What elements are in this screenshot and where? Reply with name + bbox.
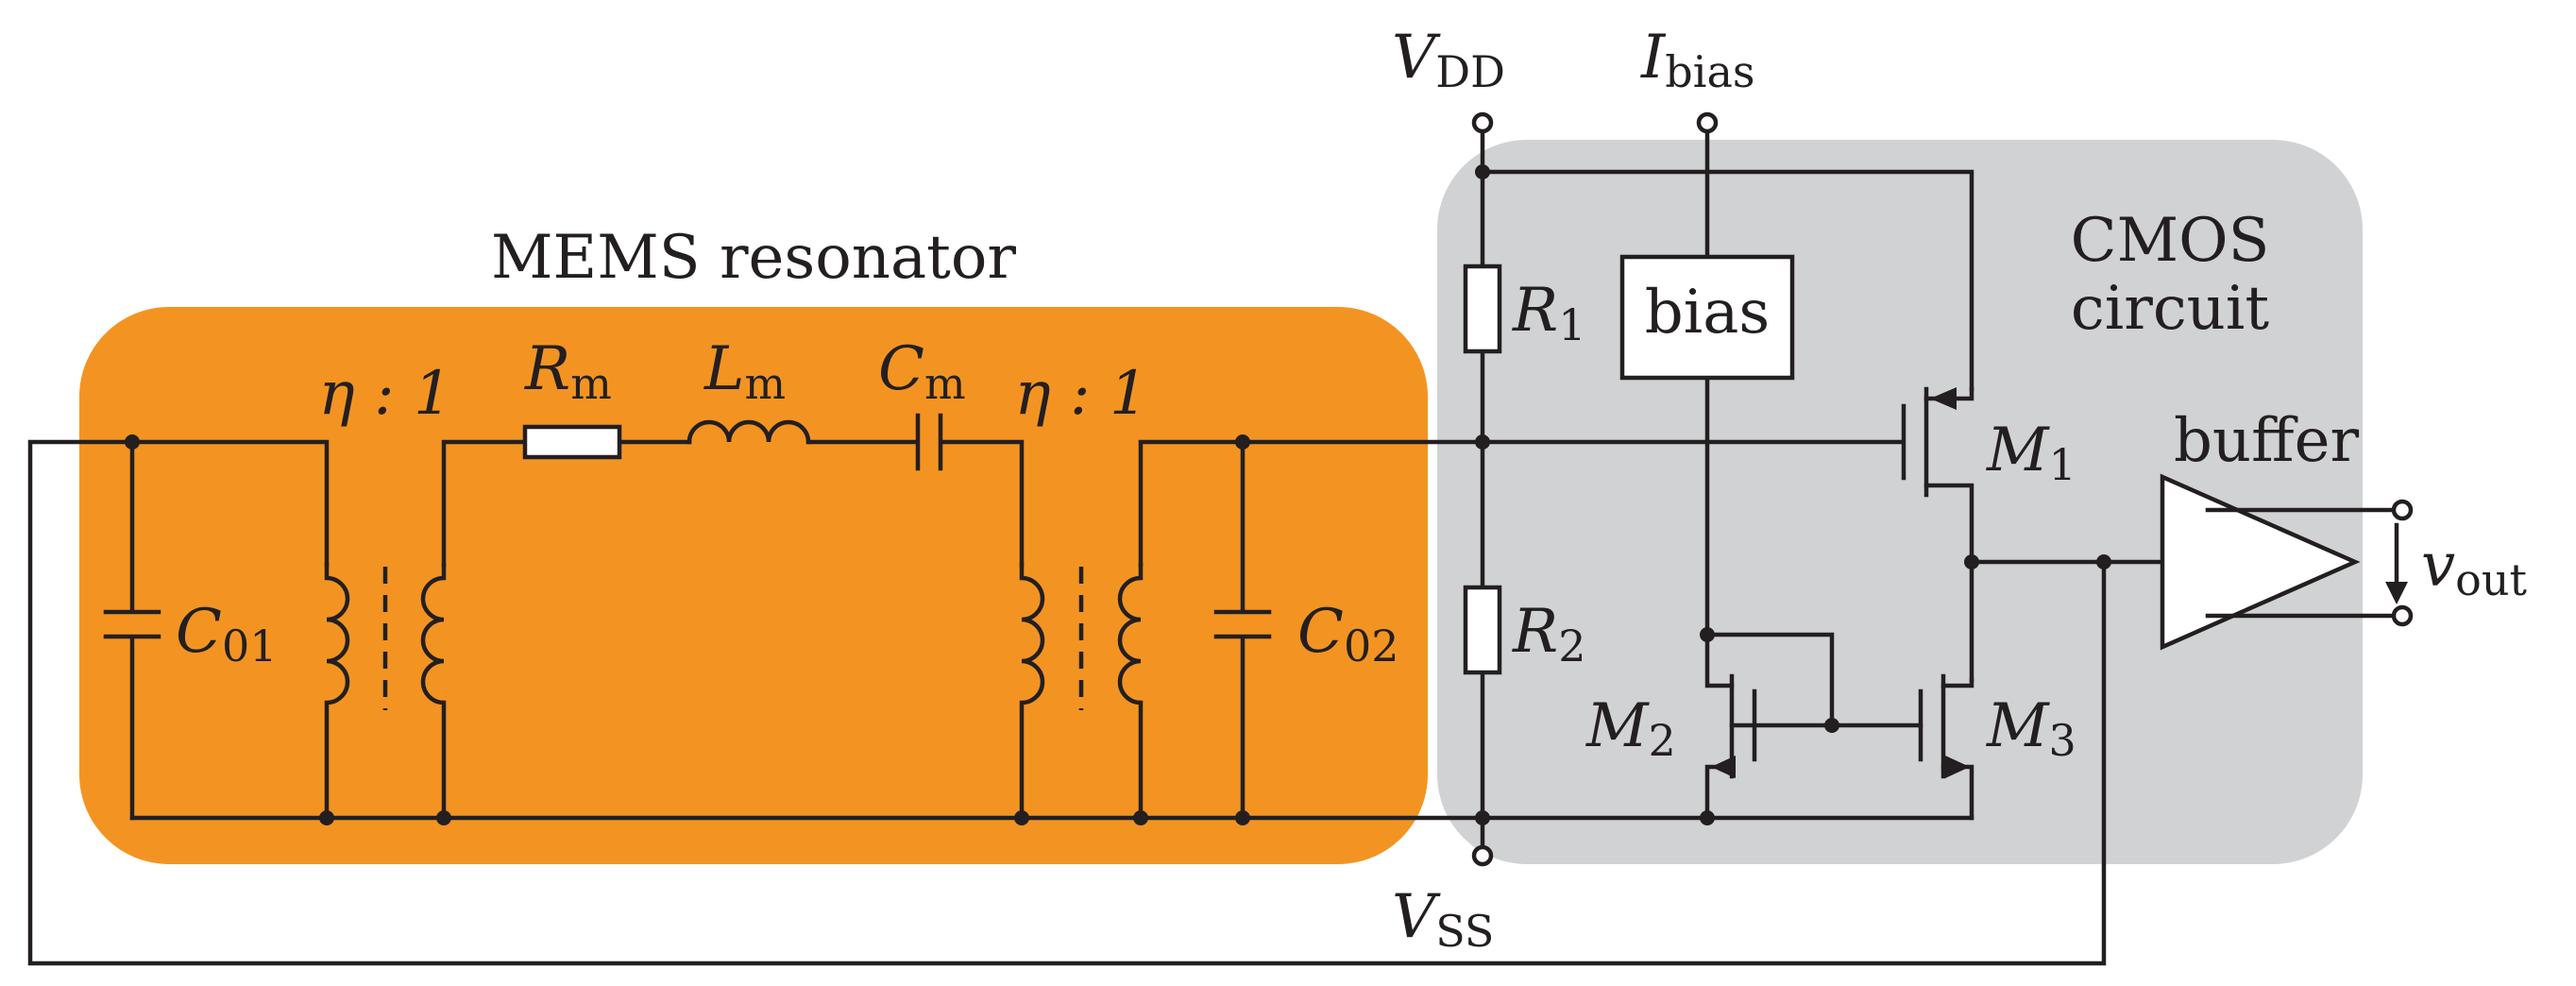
mems-right-wire <box>1138 439 1485 568</box>
transformer2-secondary <box>1117 562 1144 821</box>
vout-bottom-terminal <box>2391 604 2414 627</box>
transformer1-primary <box>324 562 350 821</box>
m3-arrow <box>1945 756 1970 778</box>
c01-capacitor <box>103 609 161 639</box>
ibias-label: Ibias <box>1640 23 1754 97</box>
rm-resistor <box>522 424 622 460</box>
mems-series-wire <box>441 439 1025 568</box>
vss-label: VSS <box>1392 882 1494 957</box>
r1-label: R1 <box>1512 276 1585 350</box>
m1-arrow <box>1930 387 1957 410</box>
c02-label: C02 <box>1297 597 1399 672</box>
r1-resistor <box>1463 264 1502 354</box>
vout-label: vout <box>2421 531 2527 605</box>
c01-label: C01 <box>176 597 278 672</box>
mems-left-wire <box>129 439 330 568</box>
ratio2-label: η : 1 <box>1014 359 1147 429</box>
junction-dots <box>125 164 2111 825</box>
vdd-label: VDD <box>1392 23 1505 97</box>
c02-capacitor <box>1213 609 1272 639</box>
cmos-title-line1: CMOS <box>2071 206 2270 276</box>
mems-region <box>79 307 1428 864</box>
vdd-terminal <box>1471 111 1494 134</box>
mems-title: MEMS resonator <box>491 223 1016 293</box>
m1-label: M1 <box>1986 416 2076 490</box>
buffer-triangle <box>2160 473 2361 651</box>
m3-gate <box>1918 673 1946 779</box>
buffer-output-wires <box>2205 507 2399 619</box>
vdd-rail <box>1480 169 1974 392</box>
lm-inductor <box>686 419 811 445</box>
ratio1-label: η : 1 <box>318 359 451 429</box>
vss-terminal <box>1471 844 1494 867</box>
m1-gate <box>1480 386 1929 498</box>
buffer-label: buffer <box>2174 406 2360 476</box>
bias-block <box>1619 254 1795 381</box>
cm-capacitor <box>915 413 943 471</box>
feedback-wire <box>27 439 2107 966</box>
ibias-terminal <box>1696 111 1719 134</box>
vout-top-terminal <box>2391 499 2414 521</box>
transformer1-secondary <box>420 562 447 821</box>
lm-label: Lm <box>703 334 786 409</box>
bias-label: bias <box>1645 278 1770 348</box>
r2-label: R2 <box>1512 597 1585 672</box>
m2-label: M2 <box>1585 691 1676 766</box>
vout-arrow-head <box>2385 582 2408 604</box>
cmos-title-line2: circuit <box>2071 274 2269 344</box>
m3-label: M3 <box>1986 691 2076 766</box>
cm-label: Cm <box>878 334 966 409</box>
r2-resistor <box>1463 585 1502 675</box>
transformer2-primary <box>1019 562 1045 821</box>
m2-arrow <box>1711 756 1736 778</box>
rm-label: Rm <box>524 334 612 409</box>
